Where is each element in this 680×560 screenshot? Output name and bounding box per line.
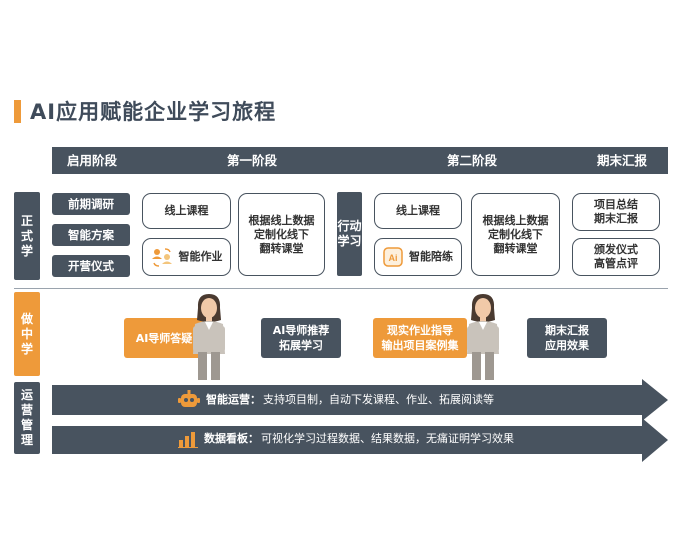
female-mentor-illustration-1 xyxy=(193,294,225,380)
row-label-char: 管 xyxy=(20,418,33,432)
final-award-ceremony: 颁发仪式 高管点评 xyxy=(572,238,660,276)
row-label-char: 学习 xyxy=(337,234,362,248)
row-label-char: 运 xyxy=(20,388,33,402)
bar-chart-icon xyxy=(178,430,198,448)
phase1-online-course: 线上课程 xyxy=(142,193,231,229)
stage-header: 启用阶段 第一阶段 第二阶段 期末汇报 xyxy=(52,147,668,174)
box-label: 线上课程 xyxy=(164,204,209,217)
ai-icon-text: Ai xyxy=(389,253,398,263)
label-action-learning: 行动 学习 xyxy=(337,192,362,276)
box-label-line: 输出项目案例集 xyxy=(381,339,459,352)
data-dashboard-arrow xyxy=(52,418,668,462)
data-dashboard-text: 数据看板： 可视化学习过程数据、结果数据，无痛证明学习效果 xyxy=(178,430,514,448)
box-label-line: 应用效果 xyxy=(545,339,589,352)
ai-mentor-qa-box: AI导师答疑 xyxy=(124,318,204,358)
row-label-char: 理 xyxy=(20,433,33,447)
row-label-char: 营 xyxy=(20,403,33,417)
header-phase-2: 第二阶段 xyxy=(446,153,497,168)
row-label-operations: 运 营 管 理 xyxy=(14,382,40,454)
row-label-char: 中 xyxy=(20,326,33,341)
box-label: 线上课程 xyxy=(396,204,440,217)
box-label-line: AI导师推荐 xyxy=(272,324,330,337)
row-label-char: 正 xyxy=(20,213,33,228)
page-title: AI应用赋能企业学习旅程 xyxy=(30,100,277,124)
header-final-report: 期末汇报 xyxy=(596,153,647,168)
pill-pre-research: 前期调研 xyxy=(52,193,130,215)
box-label-line: 定制化线下 xyxy=(488,227,543,241)
box-label: 智能陪练 xyxy=(409,250,453,263)
pill-opening-ceremony: 开营仪式 xyxy=(52,255,130,277)
row-label-char: 式 xyxy=(20,228,33,243)
phase1-flip-classroom: 根据线上数据 定制化线下 翻转课堂 xyxy=(238,193,325,276)
title-accent-bar xyxy=(14,100,21,123)
box-label-line: 期末汇报 xyxy=(545,324,589,337)
row-label-char: 做 xyxy=(20,311,33,326)
final-report-effect-box: 期末汇报 应用效果 xyxy=(527,318,607,358)
robot-icon xyxy=(178,390,200,410)
row-label-char: 行动 xyxy=(337,219,362,233)
row-label-char: 学 xyxy=(20,243,33,258)
header-start-stage: 启用阶段 xyxy=(66,153,117,168)
box-label-line: 拓展学习 xyxy=(279,339,323,352)
header-phase-1: 第一阶段 xyxy=(226,153,277,168)
box-label: AI导师答疑 xyxy=(135,331,193,345)
box-label-line: 项目总结 xyxy=(594,198,638,211)
phase1-smart-homework: 智能作业 xyxy=(142,238,231,276)
smart-operations-text: 智能运营： 支持项目制，自动下发课程、作业、拓展阅读等 xyxy=(178,390,494,410)
box-label-line: 现实作业指导 xyxy=(387,324,453,337)
section-divider xyxy=(14,288,668,289)
smart-operations-arrow xyxy=(52,379,668,421)
box-label-line: 定制化线下 xyxy=(254,227,309,241)
pill-smart-plan: 智能方案 xyxy=(52,224,130,246)
row-label-formal-learning: 正 式 学 xyxy=(14,192,40,280)
row-label-char: 学 xyxy=(20,341,33,356)
female-mentor-illustration-2 xyxy=(467,294,499,380)
box-label-line: 翻转课堂 xyxy=(259,241,304,255)
ai-mentor-recommend-box: AI导师推荐 拓展学习 xyxy=(261,318,341,358)
box-label-line: 高管点评 xyxy=(594,257,638,270)
box-label-line: 颁发仪式 xyxy=(594,243,638,256)
phase2-smart-drill: Ai 智能陪练 xyxy=(374,238,462,276)
box-label-line: 期末汇报 xyxy=(594,212,638,225)
box-label: 智能作业 xyxy=(178,250,223,263)
people-exchange-icon xyxy=(151,246,173,268)
ops-label: 智能运营： xyxy=(206,393,261,406)
row-label-practice-learning: 做 中 学 xyxy=(14,292,40,376)
box-label-line: 翻转课堂 xyxy=(493,241,538,255)
ops-label: 数据看板： xyxy=(204,432,259,445)
ops-description: 支持项目制，自动下发课程、作业、拓展阅读等 xyxy=(263,393,494,406)
phase2-online-course: 线上课程 xyxy=(374,193,462,229)
ai-icon: Ai xyxy=(383,247,403,267)
ops-description: 可视化学习过程数据、结果数据，无痛证明学习效果 xyxy=(261,432,514,445)
box-label-line: 根据线上数据 xyxy=(482,213,549,227)
box-label-line: 根据线上数据 xyxy=(248,213,315,227)
phase2-flip-classroom: 根据线上数据 定制化线下 翻转课堂 xyxy=(471,193,560,276)
real-work-guidance-box: 现实作业指导 输出项目案例集 xyxy=(373,318,467,358)
final-project-summary: 项目总结 期末汇报 xyxy=(572,193,660,231)
